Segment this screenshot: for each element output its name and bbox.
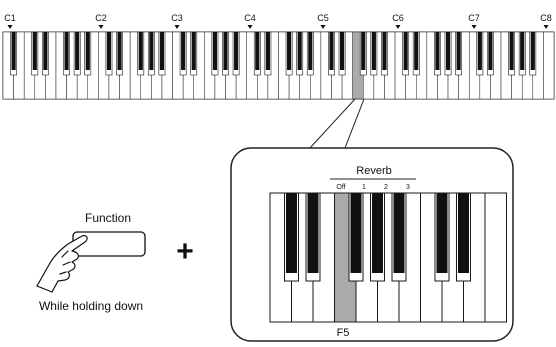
octave-label-c1: C1 xyxy=(4,13,16,23)
zoom-black-key xyxy=(285,193,299,281)
triangle-marker-icon xyxy=(396,25,401,29)
zoom-panel: Reverb Off 1 2 3 F5 xyxy=(231,148,513,341)
zoom-black-key xyxy=(371,193,385,281)
black-key-top xyxy=(213,32,217,70)
black-key-top xyxy=(340,32,344,70)
black-key-top xyxy=(181,32,185,70)
zoom-black-key xyxy=(349,193,363,281)
triangle-marker-icon xyxy=(8,25,13,29)
zoom-black-key xyxy=(306,193,320,281)
black-key-top xyxy=(139,32,143,70)
white-key xyxy=(543,32,554,99)
octave-label-c8: C8 xyxy=(540,13,552,23)
zoom-white-key xyxy=(485,193,507,322)
black-key-top xyxy=(298,32,302,70)
plus-sign: + xyxy=(176,235,194,268)
black-key-top xyxy=(223,32,227,70)
black-key-top xyxy=(107,32,111,70)
octave-label-c7: C7 xyxy=(468,13,480,23)
triangle-marker-icon xyxy=(472,25,477,29)
reverb-option-3: 3 xyxy=(406,184,410,191)
triangle-marker-icon xyxy=(175,25,180,29)
black-key-top xyxy=(43,32,47,70)
zoom-black-key xyxy=(457,193,471,281)
black-key-top xyxy=(117,32,121,70)
reverb-option-off: Off xyxy=(336,184,345,191)
black-key-top xyxy=(361,32,365,70)
full-keyboard xyxy=(3,32,554,99)
octave-label-c4: C4 xyxy=(244,13,256,23)
black-key-top xyxy=(435,32,439,70)
reverb-option-2: 2 xyxy=(384,184,388,191)
octave-label-c2: C2 xyxy=(95,13,107,23)
black-key-top xyxy=(160,32,164,70)
black-key-top xyxy=(404,32,408,70)
octave-labels: C1 C2 C3 C4 C5 C6 C7 C8 xyxy=(4,13,552,29)
black-key-top xyxy=(255,32,259,70)
black-key-top xyxy=(65,32,69,70)
black-key-top xyxy=(149,32,153,70)
zoom-keyboard xyxy=(270,193,507,322)
triangle-marker-icon xyxy=(99,25,104,29)
black-key-top xyxy=(520,32,524,70)
hand-pressing-icon xyxy=(37,236,87,292)
zoom-black-key xyxy=(435,193,449,281)
black-key-top xyxy=(86,32,90,70)
octave-label-c3: C3 xyxy=(171,13,183,23)
black-key-top xyxy=(33,32,37,70)
black-key-top xyxy=(382,32,386,70)
function-label: Function xyxy=(85,211,131,225)
triangle-marker-icon xyxy=(321,25,326,29)
octave-label-c5: C5 xyxy=(317,13,329,23)
black-key-top xyxy=(287,32,291,70)
black-key-top xyxy=(414,32,418,70)
black-key-top xyxy=(510,32,514,70)
black-key-top xyxy=(308,32,312,70)
black-key-top xyxy=(457,32,461,70)
reverb-option-1: 1 xyxy=(362,184,366,191)
black-key-top xyxy=(446,32,450,70)
black-key-top xyxy=(192,32,196,70)
black-key-top xyxy=(372,32,376,70)
black-key-top xyxy=(75,32,79,70)
black-key-top xyxy=(234,32,238,70)
black-key-top xyxy=(488,32,492,70)
black-key-top xyxy=(329,32,333,70)
black-key-top xyxy=(531,32,535,70)
zoom-black-key xyxy=(392,193,406,281)
black-key-top xyxy=(478,32,482,70)
reverb-title: Reverb xyxy=(356,165,391,177)
triangle-marker-icon xyxy=(248,25,253,29)
black-key-top xyxy=(12,32,16,70)
highlighted-key-label: F5 xyxy=(337,327,350,339)
while-holding-caption: While holding down xyxy=(39,299,143,313)
triangle-marker-icon xyxy=(544,25,549,29)
black-key-top xyxy=(266,32,270,70)
octave-label-c6: C6 xyxy=(392,13,404,23)
